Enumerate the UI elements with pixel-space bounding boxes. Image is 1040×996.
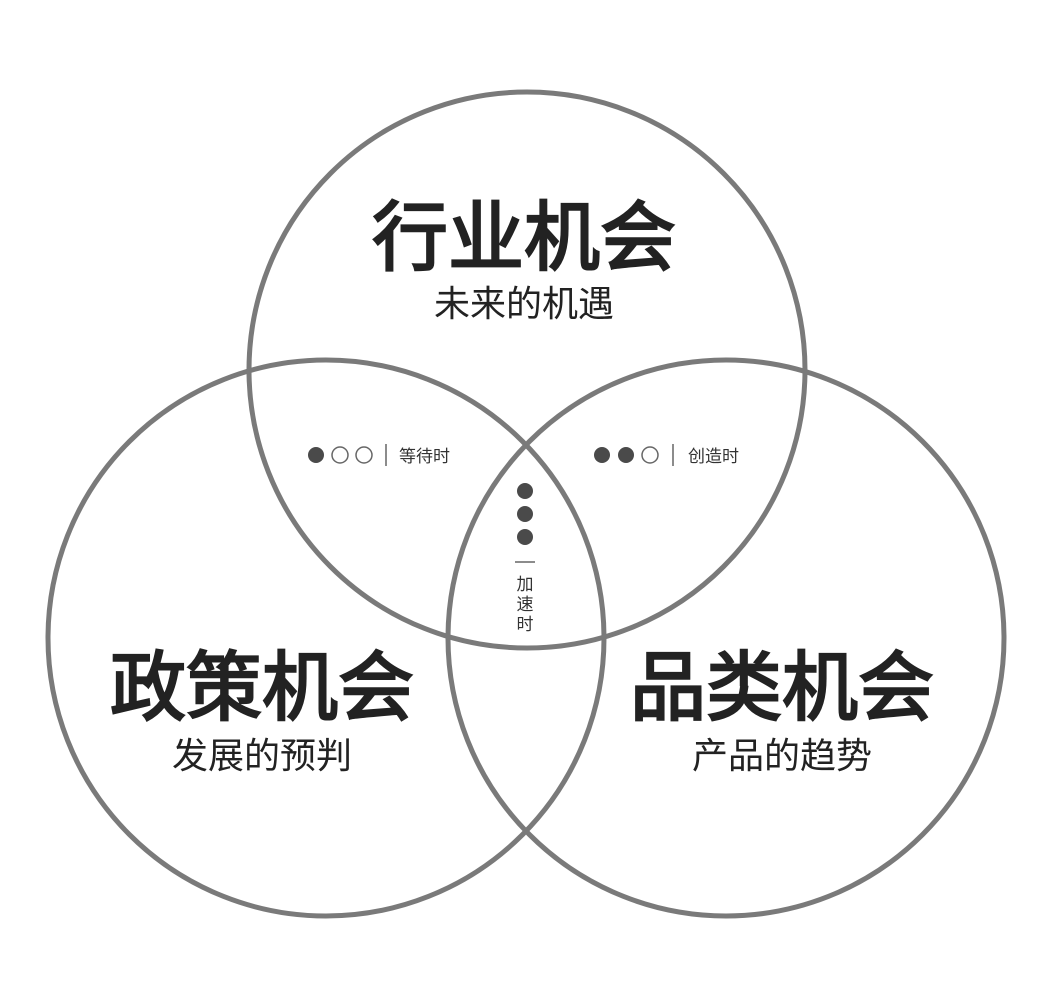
overlap-top-right-label: 创造时 xyxy=(688,447,739,467)
level-dot xyxy=(618,447,634,463)
top-circle-subtitle: 未来的机遇 xyxy=(434,284,614,325)
overlap-center-label-char: 加 xyxy=(517,575,534,595)
level-dot xyxy=(517,529,533,545)
level-dot xyxy=(641,446,659,464)
circle-top xyxy=(246,89,808,651)
level-dot xyxy=(355,446,373,464)
level-dot xyxy=(517,483,533,499)
level-dot xyxy=(594,447,610,463)
overlap-center-label-char: 时 xyxy=(517,615,534,635)
level-dot xyxy=(308,447,324,463)
overlap-center: 加 速 时 xyxy=(515,483,535,635)
overlap-top-right: 创造时 xyxy=(594,444,739,467)
level-dot xyxy=(517,506,533,522)
top-circle-title: 行业机会 xyxy=(372,193,676,282)
left-circle-subtitle: 发展的预判 xyxy=(172,736,352,777)
overlap-center-label-char: 速 xyxy=(517,595,534,615)
left-circle-title: 政策机会 xyxy=(110,643,414,732)
level-dot xyxy=(331,446,349,464)
right-circle-title: 品类机会 xyxy=(630,643,934,732)
right-circle-subtitle: 产品的趋势 xyxy=(692,736,872,777)
circle-left xyxy=(45,357,607,919)
overlap-top-left-label: 等待时 xyxy=(399,447,450,467)
overlap-top-left: 等待时 xyxy=(308,444,450,467)
circle-right xyxy=(445,357,1007,919)
